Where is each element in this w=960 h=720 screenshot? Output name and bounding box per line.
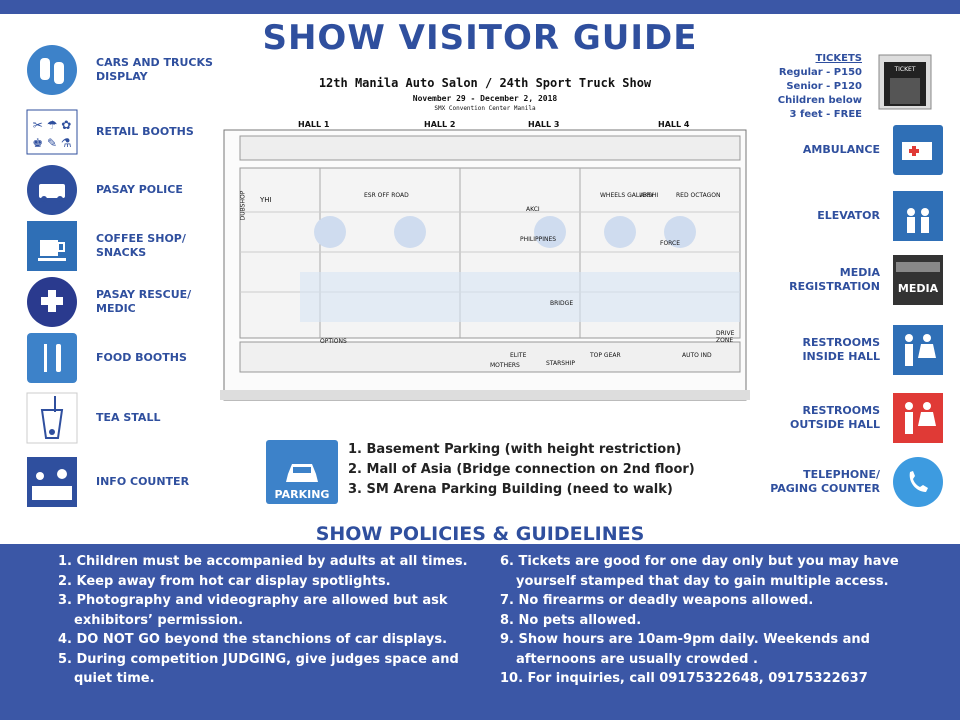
floor-plan-drawing (220, 129, 750, 401)
ticket-line: Senior - P120 (786, 81, 862, 92)
legend-restroom-outside: RESTROOMS OUTSIDE HALL (760, 392, 944, 444)
policies-right-column: 6. Tickets are good for one day only but… (500, 552, 930, 689)
booth-label: PHILIPPINES (520, 236, 557, 243)
telephone-icon (892, 456, 944, 508)
parking-item: 3. SM Arena Parking Building (need to wa… (348, 482, 673, 497)
parking-item: 2. Mall of Asia (Bridge connection on 2n… (348, 462, 695, 477)
info-icon (26, 456, 78, 508)
ambulance-icon (892, 124, 944, 176)
legend-ambulance: AMBULANCE (760, 124, 944, 176)
booth-label: BRIDGE (550, 300, 574, 307)
hall-4-label: HALL 4 (658, 120, 690, 129)
elevator-icon (892, 190, 944, 242)
ticket-line: Children below (777, 95, 862, 106)
policy-item: 2. Keep away from hot car display spotli… (58, 573, 391, 589)
booth-label: RED OCTAGON (676, 192, 721, 199)
policy-item: 1. Children must be accompanied by adult… (58, 554, 468, 569)
booth-label: AUTO IND (682, 352, 712, 359)
map-dates: November 29 - December 2, 2018 (412, 94, 558, 103)
coffee-icon (26, 220, 78, 272)
parking-car-icon (286, 464, 318, 482)
map-title: 12th Manila Auto Salon / 24th Sport Truc… (318, 76, 652, 90)
restroom-inside-icon (892, 324, 944, 376)
media-icon: MEDIA (892, 254, 944, 306)
ticket-line: Regular - P150 (778, 67, 862, 78)
legend-tea: TEA STALL (26, 392, 216, 444)
legend-media: MEDIA REGISTRATION MEDIA (760, 254, 944, 306)
cars-icon (26, 44, 78, 96)
parking-badge: PARKING (266, 440, 338, 504)
policy-item: 5. During competition JUDGING, give judg… (58, 651, 459, 687)
legend-medic: PASAY RESCUE/ MEDIC (26, 276, 216, 328)
parking-label: PARKING (274, 488, 330, 501)
svg-text:♚ ✎ ⚗: ♚ ✎ ⚗ (32, 136, 71, 150)
restroom-outside-icon (892, 392, 944, 444)
booth-label: AKCI (526, 206, 540, 213)
ticket-icon-text: TICKET (893, 66, 915, 73)
ticket-line: 3 feet - FREE (789, 109, 862, 120)
policies-band (0, 544, 960, 720)
booth-label: FORCE (660, 240, 681, 247)
parking-item: 1. Basement Parking (with height restric… (348, 442, 682, 457)
policies-left-column: 1. Children must be accompanied by adult… (58, 552, 478, 689)
legend-food: FOOD BOOTHS (26, 332, 216, 384)
floor-map: 12th Manila Auto Salon / 24th Sport Truc… (220, 72, 750, 432)
legend-coffee: COFFEE SHOP/ SNACKS (26, 220, 216, 272)
policy-item: 8. No pets allowed. (500, 612, 642, 628)
policy-item: 3. Photography and videography are allow… (58, 593, 448, 628)
map-venue: SMX Convention Center Manila (434, 105, 536, 112)
booth-label: STARSHIP (546, 360, 575, 367)
ticket-booth-icon: TICKET (878, 54, 932, 114)
food-icon (26, 332, 78, 384)
booth-label: DUBSHOP (239, 190, 247, 221)
legend-restroom-inside: RESTROOMS INSIDE HALL (760, 324, 944, 376)
legend-cars: CARS AND TRUCKS DISPLAY (26, 44, 216, 96)
tickets-heading: TICKETS (815, 53, 862, 64)
policy-item: 9. Show hours are 10am-9pm daily. Weeken… (500, 632, 870, 667)
booth-label: ELITE (510, 352, 527, 359)
police-icon (26, 164, 78, 216)
legend-police: PASAY POLICE (26, 164, 216, 216)
top-banner (0, 0, 960, 14)
hall-3-label: HALL 3 (528, 120, 560, 129)
booth-label: AKSHI (640, 192, 659, 199)
legend-elevator: ELEVATOR (760, 190, 944, 242)
booth-label: TOP GEAR (590, 352, 621, 359)
svg-text:✂ ☂ ✿: ✂ ☂ ✿ (33, 118, 72, 132)
booth-label: DRIVE ZONE (716, 330, 735, 344)
page-title: SHOW VISITOR GUIDE (262, 18, 698, 58)
legend-retail: ✂ ☂ ✿ ♚ ✎ ⚗ RETAIL BOOTHS (26, 106, 216, 158)
tea-icon (26, 392, 78, 444)
booth-label: YHI (260, 196, 272, 204)
retail-icon: ✂ ☂ ✿ ♚ ✎ ⚗ (26, 106, 78, 158)
hall-1-label: HALL 1 (298, 120, 330, 129)
hall-2-label: HALL 2 (424, 120, 456, 129)
booth-label: ESR OFF ROAD (364, 192, 409, 199)
policy-item: 6. Tickets are good for one day only but… (500, 554, 899, 589)
booth-label: WHEELS GALLERY (600, 192, 654, 199)
policies-title: SHOW POLICIES & GUIDELINES (315, 523, 645, 545)
parking-list: 1. Basement Parking (with height restric… (348, 440, 695, 500)
booth-label: OPTIONS (320, 338, 347, 345)
booth-label: MOTHERS (490, 362, 520, 369)
legend-telephone: TELEPHONE/ PAGING COUNTER (760, 456, 944, 508)
ticket-prices: TICKETS Regular - P150 Senior - P120 Chi… (778, 52, 862, 122)
policy-item: 10. For inquiries, call 09175322648, 091… (500, 671, 868, 686)
legend-info: INFO COUNTER (26, 456, 216, 508)
policy-item: 7. No firearms or deadly weapons allowed… (500, 593, 814, 608)
media-icon-text: MEDIA (898, 282, 939, 295)
policy-item: 4. DO NOT GO beyond the stanchions of ca… (58, 632, 448, 647)
medic-icon (26, 276, 78, 328)
